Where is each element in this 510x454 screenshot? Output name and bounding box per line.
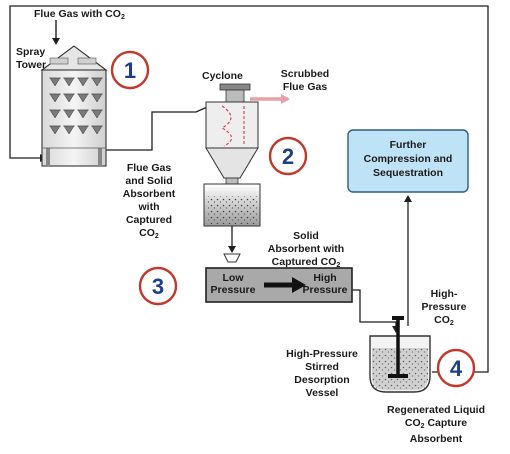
step-2-number: 2 bbox=[282, 144, 294, 169]
flue-gas-inlet-label: Flue Gas with CO2 bbox=[34, 8, 125, 21]
recycle-loop-line bbox=[9, 5, 489, 373]
desorption-vessel-label: High-Pressure Stirred Desorption Vessel bbox=[286, 348, 358, 399]
high-pressure-co2-label: High- Pressure CO2 bbox=[421, 288, 467, 327]
press-funnel bbox=[223, 253, 241, 263]
spray-nozzles bbox=[49, 77, 103, 135]
step-2-badge: 2 bbox=[268, 136, 308, 176]
solid-absorbent-label: Solid Absorbent with Captured CO2 bbox=[267, 230, 345, 269]
high-pressure-box-label: High Pressure bbox=[302, 272, 348, 296]
cyclone bbox=[205, 83, 259, 185]
sequestration-label: Further Compression and Sequestration bbox=[363, 139, 453, 179]
spray-tower bbox=[40, 45, 108, 167]
low-pressure-label: Low Pressure bbox=[210, 272, 256, 296]
tower-to-cyclone-line bbox=[104, 102, 215, 151]
step-4-badge: 4 bbox=[436, 348, 476, 388]
spray-tower-label: Spray Tower bbox=[16, 46, 47, 71]
step-1-number: 1 bbox=[124, 58, 136, 83]
step-4-number: 4 bbox=[450, 356, 463, 381]
regenerated-absorbent-label: Regenerated Liquid CO2 Capture Absorbent bbox=[386, 404, 485, 445]
absorbent-hopper bbox=[203, 183, 261, 227]
press-to-vessel-line bbox=[352, 289, 400, 333]
cyclone-label: Cyclone bbox=[202, 70, 243, 82]
step-3-number: 3 bbox=[152, 274, 164, 299]
scrubbed-flue-gas-label: Scrubbed Flue Gas bbox=[280, 68, 330, 93]
desorption-vessel bbox=[369, 316, 431, 393]
step-1-badge: 1 bbox=[110, 50, 150, 90]
sequestration-box bbox=[347, 129, 469, 193]
step-3-badge: 3 bbox=[138, 266, 178, 306]
pressurizer-box bbox=[205, 267, 353, 303]
flue-gas-solid-absorbent-label: Flue Gas and Solid Absorbent with Captur… bbox=[122, 162, 176, 240]
